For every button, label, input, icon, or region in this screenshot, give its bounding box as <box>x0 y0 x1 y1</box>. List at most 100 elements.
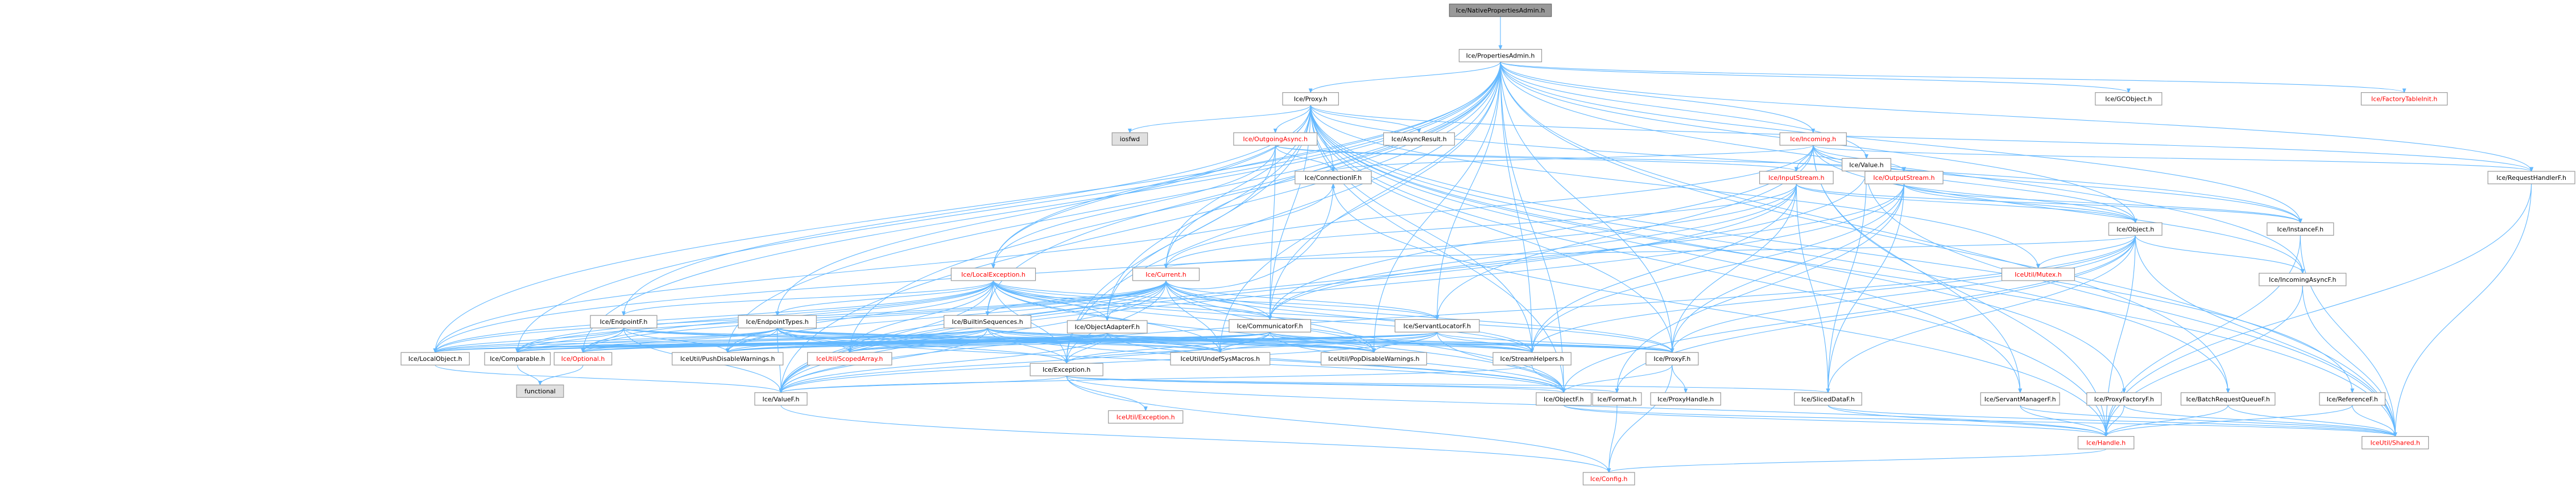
node-exception[interactable]: Ice/Exception.h <box>1029 363 1103 376</box>
node-outgoingasync-box <box>1233 132 1318 146</box>
node-outgoingasync[interactable]: Ice/OutgoingAsync.h <box>1233 132 1318 146</box>
edge-proxy-to-outgoingasync <box>1275 105 1311 133</box>
node-exception-box <box>1029 363 1103 376</box>
edge-props-to-popdisable <box>1374 61 1501 353</box>
node-value[interactable]: Ice/Value.h <box>1842 158 1892 171</box>
node-shared[interactable]: IceUtil/Shared.h <box>2362 436 2429 450</box>
node-servantlocatorf[interactable]: Ice/ServantLocatorF.h <box>1395 319 1480 332</box>
node-servantlocatorf-label: Ice/ServantLocatorF.h <box>1403 322 1471 330</box>
node-localexception[interactable]: Ice/LocalException.h <box>950 268 1036 281</box>
node-iosfwd-label: iosfwd <box>1120 135 1140 143</box>
node-gcobject[interactable]: Ice/GCObject.h <box>2095 92 2162 106</box>
node-instancef[interactable]: Ice/InstanceF.h <box>2267 222 2334 236</box>
edge-inputstream-to-object <box>1796 183 2135 223</box>
node-proxyfactoryf[interactable]: Ice/ProxyFactoryF.h <box>2086 392 2162 406</box>
node-undefsys-label: IceUtil/UndefSysMacros.h <box>1181 355 1260 363</box>
node-streamhelpers-label: Ice/StreamHelpers.h <box>1500 355 1564 363</box>
node-undefsys[interactable]: IceUtil/UndefSysMacros.h <box>1170 352 1271 365</box>
node-referencef[interactable]: Ice/ReferenceF.h <box>2319 392 2386 406</box>
node-servantlocatorf-box <box>1395 319 1480 332</box>
edge-props-to-valuef <box>781 61 1501 393</box>
node-comparable-label: Ice/Comparable.h <box>490 355 545 363</box>
node-root: Ice/NativePropertiesAdmin.h <box>1449 3 1552 17</box>
node-objectadapterf[interactable]: Ice/ObjectAdapterF.h <box>1066 320 1148 334</box>
edge-objectadapterf-to-popdisable <box>1107 332 1374 353</box>
edge-servantlocatorf-to-optional <box>583 331 1438 352</box>
edge-proxy-to-iosfwd <box>1130 105 1311 133</box>
node-popdisable[interactable]: IceUtil/PopDisableWarnings.h <box>1321 352 1427 365</box>
node-functional-label: functional <box>524 388 556 395</box>
node-handle[interactable]: Ice/Handle.h <box>2077 436 2135 450</box>
node-incomingasyncf[interactable]: Ice/IncomingAsyncF.h <box>2259 273 2347 286</box>
node-objectf[interactable]: Ice/ObjectF.h <box>1536 392 1592 406</box>
node-proxy[interactable]: Ice/Proxy.h <box>1282 92 1339 106</box>
node-asyncresult-label: Ice/AsyncResult.h <box>1391 135 1446 143</box>
nodes-layer: Ice/NativePropertiesAdmin.hIce/Propertie… <box>400 3 2575 486</box>
node-referencef-box <box>2319 392 2386 406</box>
node-objectadapterf-box <box>1066 320 1148 334</box>
node-format[interactable]: Ice/Format.h <box>1592 392 1642 406</box>
node-batchrequestqueuef-label: Ice/BatchRequestQueueF.h <box>2186 396 2270 403</box>
edge-outputstream-to-object <box>1903 183 2135 223</box>
edge-optional-to-functional <box>540 365 584 385</box>
node-batchrequestqueuef[interactable]: Ice/BatchRequestQueueF.h <box>2180 392 2276 406</box>
node-servantmanagerf[interactable]: Ice/ServantManagerF.h <box>1980 392 2060 406</box>
edge-proxy-to-handle <box>1310 105 2106 437</box>
node-props[interactable]: Ice/PropertiesAdmin.h <box>1458 49 1543 63</box>
edge-incoming-to-object <box>1813 145 2136 223</box>
edge-communicatorf-to-popdisable <box>1270 332 1374 352</box>
edge-props-to-instancef <box>1500 61 2300 223</box>
edge-proxy-to-endpointf <box>623 105 1311 316</box>
edge-servantlocatorf-to-proxyf <box>1437 331 1672 353</box>
edge-inputstream-to-current <box>1166 183 1797 268</box>
edge-outputstream-to-instancef <box>1903 183 2300 223</box>
edge-localexception-to-communicatorf <box>993 280 1270 319</box>
node-handle-box <box>2077 436 2135 450</box>
node-streamhelpers[interactable]: Ice/StreamHelpers.h <box>1492 352 1572 365</box>
node-objectf-box <box>1536 392 1592 406</box>
node-scopedarray-label: IceUtil/ScopedArray.h <box>816 355 883 363</box>
node-communicatorf-label: Ice/CommunicatorF.h <box>1237 322 1303 330</box>
node-current[interactable]: Ice/Current.h <box>1132 268 1200 281</box>
node-comparable[interactable]: Ice/Comparable.h <box>484 352 551 365</box>
node-outgoingasync-label: Ice/OutgoingAsync.h <box>1243 135 1308 143</box>
edge-proxy-to-endpointtypes <box>778 105 1311 316</box>
node-optional-box <box>553 352 613 365</box>
node-sliceddataf[interactable]: Ice/SlicedDataF.h <box>1794 392 1862 406</box>
node-factorytable[interactable]: Ice/FactoryTableInit.h <box>2360 92 2448 106</box>
node-functional-box <box>516 384 564 398</box>
edge-object-to-handle <box>2106 235 2136 436</box>
node-mutex[interactable]: IceUtil/Mutex.h <box>2001 268 2075 281</box>
node-endpointtypes-label: Ice/EndpointTypes.h <box>746 318 809 326</box>
node-inputstream[interactable]: Ice/InputStream.h <box>1759 171 1834 184</box>
node-pushdisable[interactable]: IceUtil/PushDisableWarnings.h <box>672 352 784 365</box>
node-proxyf[interactable]: Ice/ProxyF.h <box>1645 352 1699 365</box>
edge-props-to-streamhelpers <box>1500 61 1532 353</box>
edge-incoming-to-connectionf <box>1333 145 1814 171</box>
edge-proxy-to-proxyf <box>1310 105 1672 353</box>
node-localobject[interactable]: Ice/LocalObject.h <box>400 352 470 365</box>
node-optional[interactable]: Ice/Optional.h <box>553 352 613 365</box>
node-endpointf[interactable]: Ice/EndpointF.h <box>590 315 658 328</box>
node-asyncresult[interactable]: Ice/AsyncResult.h <box>1383 132 1455 146</box>
edge-inputstream-to-instancef <box>1796 183 2300 223</box>
node-proxyf-label: Ice/ProxyF.h <box>1653 355 1690 363</box>
node-proxyhandle[interactable]: Ice/ProxyHandle.h <box>1650 392 1721 406</box>
edge-outgoingasync-to-communicatorf <box>1270 145 1276 319</box>
node-endpointtypes[interactable]: Ice/EndpointTypes.h <box>738 315 817 328</box>
node-buitinseq[interactable]: Ice/BuiltinSequences.h <box>944 315 1032 328</box>
edge-format-to-config <box>1609 405 1618 472</box>
node-object[interactable]: Ice/Object.h <box>2108 222 2162 236</box>
node-scopedarray[interactable]: IceUtil/ScopedArray.h <box>807 352 892 365</box>
node-incoming[interactable]: Ice/Incoming.h <box>1779 132 1847 146</box>
node-valuef[interactable]: Ice/ValueF.h <box>754 392 808 406</box>
node-connectionf[interactable]: Ice/ConnectionIF.h <box>1295 171 1372 184</box>
node-config[interactable]: Ice/Config.h <box>1582 472 1635 486</box>
node-requesthandlerf[interactable]: Ice/RequestHandlerF.h <box>2487 171 2575 184</box>
node-communicatorf[interactable]: Ice/CommunicatorF.h <box>1229 319 1312 332</box>
edge-object-to-incomingasyncf <box>2135 235 2302 273</box>
node-iceutilexception[interactable]: IceUtil/Exception.h <box>1108 410 1184 424</box>
node-root-label: Ice/NativePropertiesAdmin.h <box>1456 7 1545 14</box>
node-outputstream[interactable]: Ice/OutputStream.h <box>1864 171 1944 184</box>
edge-current-to-proxyf <box>1165 280 1672 352</box>
